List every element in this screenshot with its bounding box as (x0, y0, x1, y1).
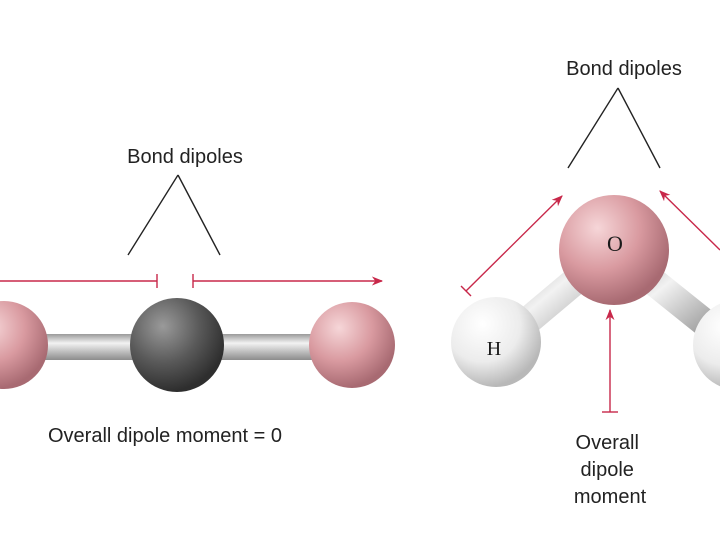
co2-oxygen-atom-left (0, 301, 48, 389)
co2-dipole-arrows (0, 274, 384, 288)
water-oxygen-atom (559, 195, 669, 305)
water-dipole-arrow-right (659, 190, 720, 251)
water-hydrogen-atom-left (451, 297, 541, 387)
co2-overall-dipole-label: Overall dipole moment = 0 (48, 425, 282, 447)
water-hydrogen-atom-right (693, 303, 720, 387)
co2-oxygen-atom-right (309, 302, 395, 388)
water-dipole-cross-left (460, 285, 472, 297)
water-bond-dipoles-label: Bond dipoles (566, 58, 682, 80)
water-dipole-arrow-left (465, 195, 563, 292)
water-overall-line-1: Overall (576, 432, 639, 454)
water-molecule: O H Bond dipoles Overall dipole moment (451, 58, 720, 508)
co2-molecule: Bond dipoles Overall dipole moment = 0 (0, 146, 395, 447)
water-dipole-arrows (460, 190, 720, 413)
water-bond-label-leader (567, 87, 661, 169)
co2-bond-label-leader (127, 174, 221, 256)
water-overall-line-3: moment (574, 486, 647, 508)
co2-carbon-atom (130, 298, 224, 392)
water-hydrogen-label: H (487, 338, 501, 360)
water-overall-dipole-label: Overall dipole moment (574, 432, 647, 508)
co2-bond-dipoles-label: Bond dipoles (127, 146, 243, 168)
water-oxygen-label: O (607, 231, 623, 256)
water-overall-line-2: dipole (581, 459, 634, 481)
